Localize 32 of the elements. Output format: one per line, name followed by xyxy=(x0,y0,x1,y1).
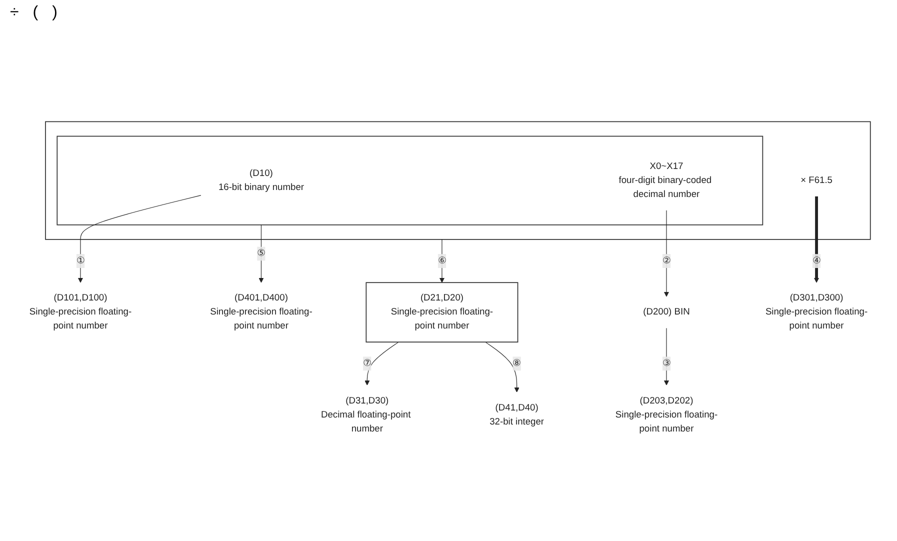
edge-label: ⑦ xyxy=(363,358,372,369)
edge-label: ⑤ xyxy=(257,248,266,259)
arrow xyxy=(78,195,202,284)
arrow xyxy=(364,342,399,386)
arrow xyxy=(258,224,264,284)
node-text: (D200) BIN xyxy=(643,307,690,318)
operator-symbol: ÷ xyxy=(10,4,19,22)
node-text: (D101,D100) Single-precision floating-point number xyxy=(29,293,132,332)
edge-label: ① xyxy=(76,256,85,266)
node-box xyxy=(366,282,518,343)
node-text: (D301,D300) Single-precision floating-point number xyxy=(765,293,868,332)
arrow xyxy=(814,196,820,284)
edge-label: ③ xyxy=(662,358,671,369)
edge-label: ④ xyxy=(812,256,821,266)
node-text: × F61.5 xyxy=(800,176,832,186)
edge-label: ⑧ xyxy=(512,358,521,369)
node-text: (D203,D202) Single-precision floating-point number xyxy=(615,396,718,434)
node-text: (D401,D400) Single-precision floating-point number xyxy=(210,293,312,332)
arrow xyxy=(664,210,670,298)
flow-diagram: ① ② ③ ④ ⑦ ⑧ ⑤ ⑥ (D10) 16-bit binary number X0~X17 four-digit binary-coded decimal number × F61.5 (D101,D100) Single-precision floating-point number (D200) BIN (D203,D202) Single-precision floating-point number (D301,D300) Single-precision floating-point number (D401,D400) Single-precision floating-point number (D21,D20) Single-precision floating-point number (D31,D30) Decimal floating-point number (D41,D40) 32-bit integer xyxy=(0,117,897,450)
cluster xyxy=(56,136,764,226)
cluster xyxy=(45,122,871,240)
edge-label: ⑥ xyxy=(438,256,446,266)
node-text: (D41,D40) 32-bit integer xyxy=(490,403,544,427)
node-text: (D10) 16-bit binary number xyxy=(218,168,304,193)
arrow xyxy=(664,328,670,386)
operator-symbol: ( xyxy=(32,4,38,22)
node-text: X0~X17 four-digit binary-coded decimal number xyxy=(618,162,712,200)
edge-label: ② xyxy=(662,256,671,266)
arrow xyxy=(485,342,520,393)
node-text: (D31,D30) Decimal floating-point number xyxy=(320,396,411,434)
operator-symbol: ) xyxy=(52,4,58,22)
